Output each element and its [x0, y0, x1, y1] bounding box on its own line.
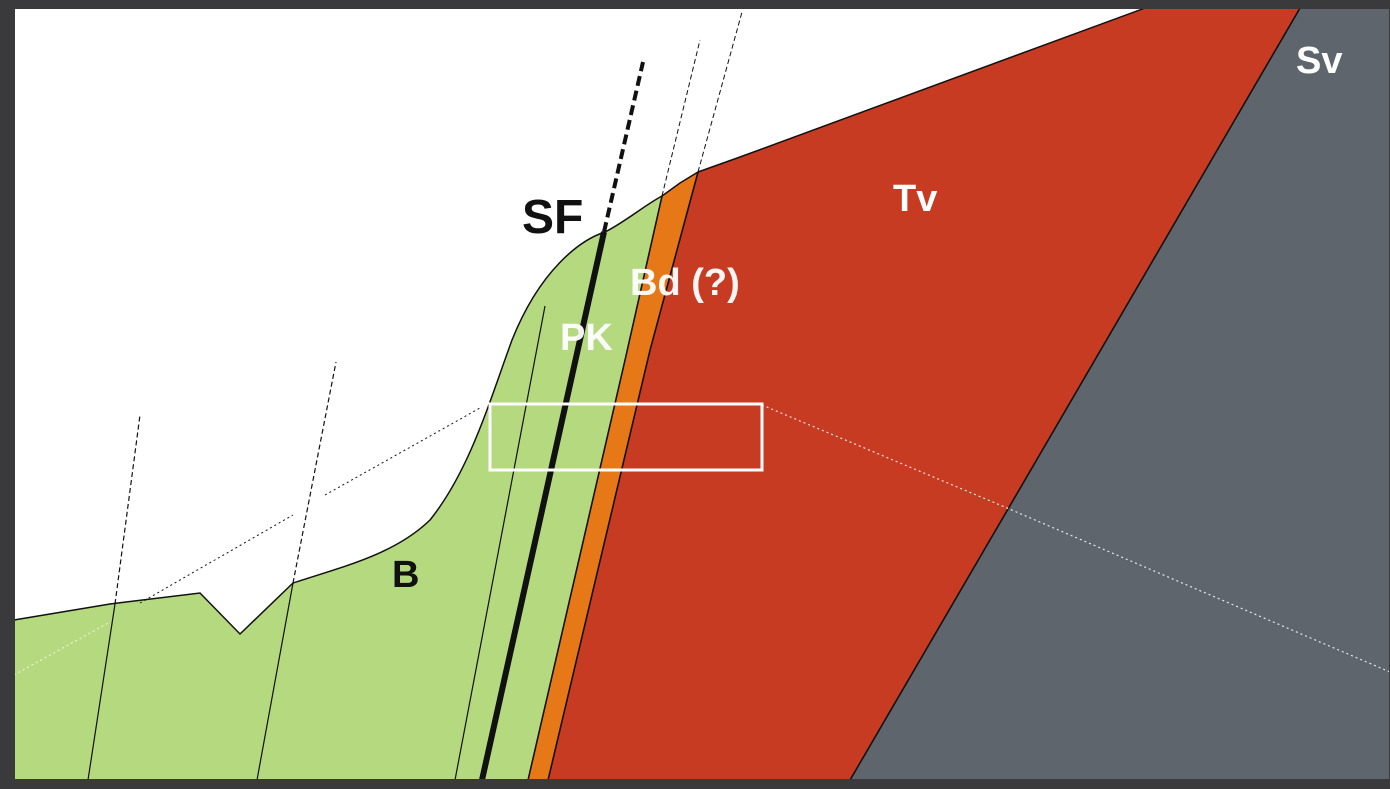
plot-border — [13, 7, 1390, 781]
main-fault-sf — [479, 231, 607, 781]
contact-projection-1 — [661, 39, 701, 197]
minor-fault-2 — [256, 582, 294, 781]
label-bd: Bd (?) — [630, 262, 740, 304]
minor-fault-2-projection — [292, 361, 337, 584]
label-b: B — [392, 554, 419, 596]
label-sf: SF — [522, 191, 583, 244]
unit-b-pk — [13, 194, 664, 781]
label-sv: Sv — [1296, 40, 1342, 82]
contact-projection-2 — [697, 11, 743, 173]
projected-surface-trace-right — [761, 404, 1390, 673]
label-tv: Tv — [893, 178, 937, 220]
label-pk: PK — [560, 317, 613, 359]
minor-fault-3 — [454, 305, 546, 781]
minor-fault-1 — [87, 603, 116, 781]
inset-box — [488, 402, 764, 472]
projected-surface-trace-left-faint — [13, 621, 111, 676]
